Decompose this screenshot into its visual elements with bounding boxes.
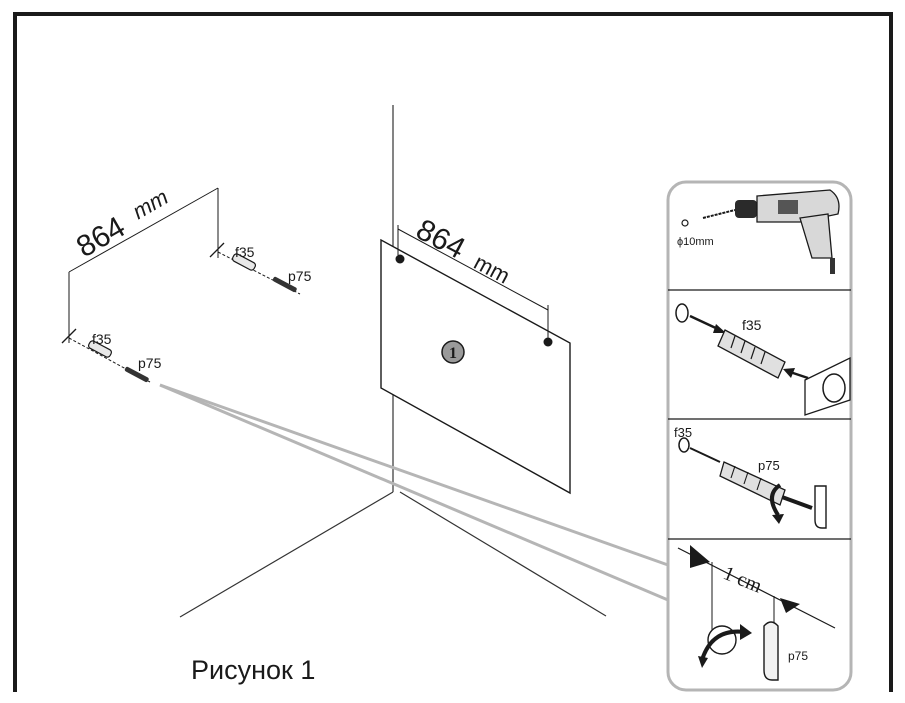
steps-panel-border: [666, 180, 853, 692]
wall-panel: 1: [380, 225, 571, 495]
hook-icon: [763, 621, 779, 681]
step-insert: f35: [675, 303, 851, 416]
panel-dimension-number: 864: [411, 213, 471, 266]
anchor-bottom-dowel-label: f35: [92, 331, 112, 347]
rotate-arrow-icon: [770, 483, 782, 517]
screw-dowel-label: f35: [674, 425, 692, 440]
hook-icon: [124, 366, 149, 383]
drill-hole-icon: [681, 219, 689, 227]
wall-hole-icon: [678, 437, 690, 453]
anchor-bottom: f35 p75: [68, 331, 162, 383]
dowel-icon: [87, 340, 113, 358]
hook-icon: [272, 276, 297, 293]
rotate-arrow-icon: [700, 629, 746, 661]
panel-hole-left: [395, 254, 405, 264]
panel-hole-right: [543, 337, 553, 347]
left-dimension-unit: mm: [128, 184, 172, 224]
figure-caption: Рисунок 1: [191, 655, 316, 685]
dowel-icon: [717, 329, 786, 379]
insert-dowel-label: f35: [742, 317, 762, 333]
left-dimension: 864 mm: [71, 184, 172, 264]
steps-panel: ϕ10mm f35 f35: [666, 180, 853, 692]
step-drill: ϕ10mm: [677, 189, 840, 274]
dowel-icon: [231, 253, 257, 271]
panel-number-text: 1: [449, 345, 457, 362]
anchor-top-dowel-label: f35: [235, 244, 255, 260]
anchor-bottom-hook-label: p75: [138, 355, 162, 371]
step-screw: f35 p75: [674, 425, 827, 529]
anchor-top-hook-label: p75: [288, 268, 312, 284]
screw-hook-label: p75: [758, 458, 780, 473]
gap-arrow-left-icon: [690, 545, 710, 568]
panel-dimension-unit: mm: [470, 249, 514, 288]
callout-leaders: [159, 383, 669, 602]
figure-frame: [13, 12, 893, 692]
anchor-top: f35 p75: [217, 244, 312, 295]
gap-arrow-right-icon: [780, 598, 800, 613]
drill-icon: [702, 189, 840, 274]
wall-hole-icon: [675, 303, 689, 323]
left-dimension-lines: [61, 187, 225, 344]
floor-line-right: [399, 491, 607, 617]
detail-hook-label: p75: [788, 649, 808, 663]
drill-bit-label: ϕ10mm: [677, 236, 714, 248]
left-dimension-number: 864: [71, 210, 131, 264]
hook-icon: [781, 495, 813, 510]
floor-line-left: [179, 491, 394, 618]
panel-number-badge: [441, 340, 465, 364]
dowel-icon: [719, 461, 786, 506]
